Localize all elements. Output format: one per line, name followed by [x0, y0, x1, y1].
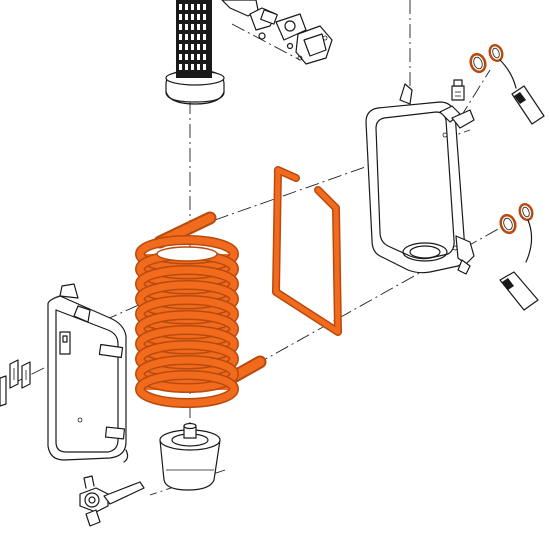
- top-valve-cluster: [221, 0, 333, 65]
- sensor-probe-upper: [469, 44, 545, 125]
- coil-turn: [136, 356, 238, 392]
- rear-housing: [365, 83, 475, 275]
- filter-cartridge: [165, 0, 225, 105]
- loop-frame: [272, 166, 342, 336]
- small-component: [451, 79, 465, 101]
- coil-inner-opening: [156, 246, 218, 262]
- drain-valve: [79, 475, 145, 527]
- sensor-probe-lower: [499, 203, 539, 311]
- coil-turn: [136, 371, 238, 407]
- left-brackets: [0, 359, 31, 407]
- cup-insert: [159, 422, 221, 491]
- front-shell: [47, 283, 129, 463]
- coil-heat-exchanger: [135, 211, 267, 408]
